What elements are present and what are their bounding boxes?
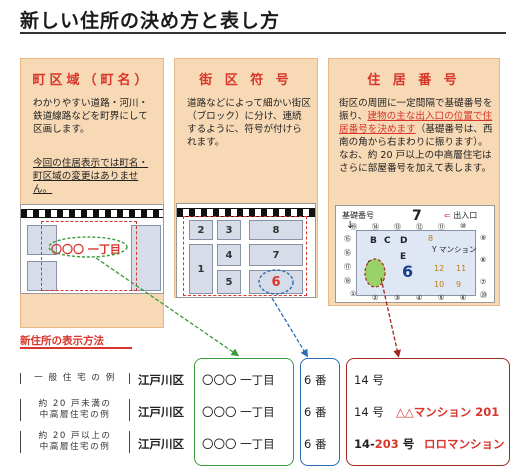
block-6-circle xyxy=(258,269,294,295)
block-column-frame xyxy=(300,358,340,466)
residence-body-highlight: 建物の主な出入口の位置で住居番号を決めます xyxy=(339,111,493,135)
row1-block: 6 番 xyxy=(304,373,327,387)
block-boundary xyxy=(183,216,307,296)
circled-9: ⑨ xyxy=(480,234,487,242)
row3-number-main: 14- xyxy=(354,437,375,451)
title-underline xyxy=(20,32,506,34)
block-code-map: 2 3 8 1 4 7 5 6 xyxy=(176,203,316,298)
panel-residence-number-heading: 住 居 番 号 xyxy=(367,73,461,88)
circled-12: ⑫ xyxy=(416,223,423,231)
railway xyxy=(21,209,163,218)
row-type-general: 一 般 住 宅 の 例 xyxy=(20,373,130,384)
cell-8: 8 xyxy=(428,234,434,243)
unit-d: D xyxy=(400,236,408,246)
circled-14: ⑭ xyxy=(372,223,379,231)
row3-ward: 江戸川区 xyxy=(138,437,184,451)
cell-12: 12 xyxy=(434,264,445,273)
circled-4: ④ xyxy=(416,294,423,302)
circled-11: ⑪ xyxy=(438,223,445,231)
row-type-small-apartment: 約 20 戸未満の 中高層住宅の例 xyxy=(20,399,130,421)
panel-town-area-body: わかりやすい道路・河川・鉄道線路などを町界にして区画します。 xyxy=(33,98,149,135)
down-arrow-icon: ↓ xyxy=(346,220,355,231)
cell-9: 9 xyxy=(456,280,462,289)
block-1: 1 xyxy=(189,244,213,294)
block-number-7: 7 xyxy=(412,208,422,224)
row1-town: 〇〇〇 一丁目 xyxy=(202,373,275,387)
map-block xyxy=(27,261,57,291)
row-type-large-apartment: 約 20 戸以上の 中高層住宅の例 xyxy=(20,431,130,453)
residence-body-end: （基礎番号は、西南の角から右まわりに振ります）。なお、約 20 戸以上の中高層住… xyxy=(339,124,493,174)
town-column-frame xyxy=(194,358,294,466)
unit-e: E xyxy=(400,252,407,262)
entrance-arrow-icon: ⇐ xyxy=(444,211,451,220)
circled-20: ⑳ xyxy=(480,291,487,299)
circled-6: ⑥ xyxy=(460,294,467,302)
town-ellipse xyxy=(48,236,128,258)
circled-17: ⑰ xyxy=(344,263,351,271)
town-boundary xyxy=(41,221,137,291)
block-6: 6 xyxy=(249,270,303,294)
panel-residence-number-body: 街区の周囲に一定間隔で基礎番号を振り、建物の主な出入口の位置で住居番号を決めます… xyxy=(339,97,493,175)
entrance-legend: ⇐ 出入口 xyxy=(444,210,477,221)
row2-apartment: △△マンション 201 xyxy=(396,405,500,419)
map-block xyxy=(27,225,57,255)
row3-apartment: ロロマンション xyxy=(424,437,505,451)
circled-1: ① xyxy=(350,290,357,298)
entrance-label: 出入口 xyxy=(453,211,478,220)
circled-19: ⑲ xyxy=(350,223,357,231)
row3-number-suffix: 号 xyxy=(398,437,415,451)
big-number-6: 6 xyxy=(402,262,414,281)
unit-c: C xyxy=(384,236,391,246)
row3-room-number: 203 xyxy=(374,437,399,451)
block-5: 5 xyxy=(217,270,241,294)
cell-10: 10 xyxy=(434,280,445,289)
block-8: 8 xyxy=(249,220,303,240)
display-section-underline xyxy=(20,347,132,349)
circled-3: ③ xyxy=(394,294,401,302)
unit-b: B xyxy=(370,236,377,246)
row3-town: 〇〇〇 一丁目 xyxy=(202,437,275,451)
row1-ward: 江戸川区 xyxy=(138,373,184,387)
circled-5: ⑤ xyxy=(438,294,445,302)
circled-2: ② xyxy=(372,294,379,302)
circled-15: ⑮ xyxy=(344,235,351,243)
circled-13: ⑬ xyxy=(394,223,401,231)
residence-number-map: 基礎番号 7 ⇐ 出入口 ↓ B C D A E 6 Y マンション 8 12 … xyxy=(335,205,495,303)
row2-ward: 江戸川区 xyxy=(138,405,184,419)
page-title: 新しい住所の決め方と表し方 xyxy=(20,10,281,32)
panel-block-code-body: 道路などによって細かい街区（ブロック）に分け、連続するように、符号が付けられます… xyxy=(187,98,311,148)
display-section-title: 新住所の表示方法 xyxy=(20,335,104,347)
circled-7: ⑦ xyxy=(480,278,487,286)
circled-8: ⑧ xyxy=(480,256,487,264)
block-4: 4 xyxy=(217,244,241,266)
circled-16: ⑯ xyxy=(344,249,351,257)
number-column-frame xyxy=(346,358,510,466)
block-2: 2 xyxy=(189,220,213,240)
panel-block-code-heading: 街 区 符 号 xyxy=(199,73,293,88)
panel-town-area-note: 今回の住居表示では町名・町区域の変更はありません。 xyxy=(33,158,149,195)
panel-town-area-heading: 町区域（町名） xyxy=(32,73,152,88)
residence-body-start: 街区の周囲に一定間隔で基礎番号を振り、 xyxy=(339,98,493,122)
kiso-label: 基礎番号 xyxy=(342,211,374,220)
row2-town: 〇〇〇 一丁目 xyxy=(202,405,275,419)
building-y: Y マンション xyxy=(432,245,477,254)
cell-11: 11 xyxy=(456,264,467,273)
row2-number: 14 号 xyxy=(354,405,384,419)
row3-number: 14-203 号 xyxy=(354,436,414,452)
row2-block: 6 番 xyxy=(304,405,327,419)
row3-block: 6 番 xyxy=(304,437,327,451)
town-area-map: 〇〇〇 一丁目 xyxy=(20,204,164,294)
circled-18: ⑱ xyxy=(344,277,351,285)
town-area-label: 〇〇〇 一丁目 xyxy=(51,243,121,256)
panel-residence-number: 住 居 番 号 街区の周囲に一定間隔で基礎番号を振り、建物の主な出入口の位置で住… xyxy=(328,58,500,306)
block-3: 3 xyxy=(217,220,241,240)
row1-number: 14 号 xyxy=(354,373,384,387)
block-7: 7 xyxy=(249,244,303,266)
circled-10: ⑩ xyxy=(460,222,467,230)
house-circle xyxy=(364,258,386,288)
